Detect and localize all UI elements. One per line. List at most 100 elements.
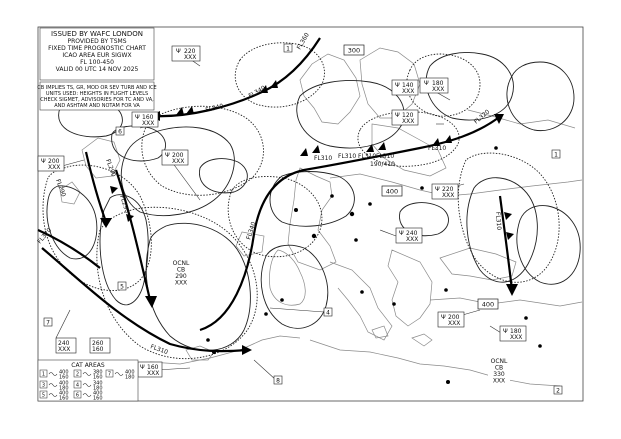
svg-text:6: 6	[118, 129, 122, 136]
svg-text:400: 400	[59, 370, 69, 376]
svg-text:200: 200	[48, 158, 60, 165]
svg-text:CB: CB	[177, 267, 185, 274]
svg-text:XXX: XXX	[184, 54, 196, 61]
cb-areas	[46, 52, 581, 351]
svg-text:140: 140	[402, 82, 414, 89]
svg-text:240: 240	[58, 340, 70, 347]
notes-line: UNITS USED: HEIGHTS IN FLIGHT LEVELS	[46, 91, 148, 97]
cat-markers: 1 6 1 5 7 4 8 2	[43, 43, 563, 395]
svg-text:160: 160	[147, 364, 159, 371]
turbulence-icon: Ψ	[140, 364, 145, 371]
header-line: ISSUED BY WAFC LONDON	[51, 30, 143, 38]
tropopause-box: 400	[477, 298, 499, 310]
svg-text:XXX: XXX	[172, 158, 184, 165]
cat-marker: 8	[273, 375, 283, 385]
jet-label: FL310	[314, 155, 332, 162]
legend-item: 4 340 180	[73, 381, 103, 392]
turb-box: Ψ 200 XXX	[161, 149, 189, 166]
jet-southwest	[37, 228, 101, 269]
turbulence-icon: Ψ	[41, 158, 46, 165]
cat-marker: 7	[43, 317, 53, 327]
turbulence-icon: Ψ	[395, 112, 400, 119]
svg-text:7: 7	[108, 372, 111, 378]
notes-line: AND ASHTAM AND NOTAM FOR VA	[54, 103, 140, 109]
svg-text:XXX: XXX	[402, 88, 414, 95]
notes-line: CB IMPLIES TS, GR, MOD OR SEV TURB AND I…	[37, 85, 156, 91]
svg-text:180: 180	[510, 328, 522, 335]
legend-item: 1 400 160	[39, 370, 69, 381]
turb-box: Ψ 200 XXX	[37, 155, 65, 172]
svg-text:5: 5	[120, 284, 124, 291]
svg-text:8: 8	[276, 378, 280, 385]
turb-box: Ψ 220 XXX	[171, 45, 201, 62]
svg-text:160: 160	[59, 396, 69, 402]
svg-text:200: 200	[172, 152, 184, 159]
cb-labels: OCNL CB 290 XXX OCNL CB 330 XXX	[170, 258, 510, 385]
tropopause-box: 400	[381, 185, 403, 197]
svg-text:1: 1	[286, 46, 290, 53]
jet-central	[114, 169, 152, 301]
turbulence-icon: Ψ	[503, 328, 508, 335]
svg-text:180: 180	[432, 80, 444, 87]
svg-text:7: 7	[46, 320, 50, 327]
svg-text:XXX: XXX	[432, 86, 444, 93]
turb-boxes: Ψ 220 XXX Ψ 180 XXX Ψ 140 XXX Ψ 120 XXX …	[37, 45, 527, 378]
svg-text:400: 400	[482, 301, 494, 309]
svg-text:290: 290	[175, 273, 187, 280]
svg-text:240: 240	[406, 230, 418, 237]
svg-text:XXX: XXX	[58, 346, 70, 353]
jet-label: FL310	[358, 153, 376, 160]
svg-text:180: 180	[59, 386, 69, 392]
turb-box: Ψ 200 XXX	[437, 311, 465, 328]
legend-item: 5 400 160	[39, 391, 69, 402]
cb-label: OCNL CB 330 XXX	[488, 356, 510, 385]
svg-text:200: 200	[448, 314, 460, 321]
legend-item: 3 400 180	[39, 381, 69, 392]
svg-text:2: 2	[76, 372, 79, 378]
svg-text:400: 400	[59, 391, 69, 397]
tropopause-box: 300	[343, 44, 365, 56]
turb-box: Ψ 160 XXX	[131, 111, 159, 128]
turb-box: Ψ 120 XXX	[391, 109, 419, 126]
svg-text:XXX: XXX	[402, 118, 414, 125]
svg-text:3: 3	[42, 383, 45, 389]
turb-box: Ψ 180 XXX	[419, 77, 449, 94]
jet-south	[41, 247, 247, 353]
svg-text:300: 300	[348, 47, 360, 55]
svg-text:220: 220	[184, 48, 196, 55]
svg-text:4: 4	[326, 310, 330, 317]
svg-text:160: 160	[142, 114, 154, 121]
header-box: ISSUED BY WAFC LONDON PROVIDED BY TSMS F…	[39, 27, 155, 81]
cb-label: OCNL CB 290 XXX	[170, 258, 192, 287]
svg-text:1: 1	[42, 372, 45, 378]
cat-marker: 1	[283, 43, 293, 53]
cat-marker: 5	[117, 281, 127, 291]
turb-box: Ψ 140 XXX	[391, 79, 419, 96]
jet-label: FL310	[428, 145, 446, 152]
svg-text:400: 400	[93, 391, 103, 397]
svg-text:180: 180	[93, 386, 103, 392]
svg-text:6: 6	[76, 393, 79, 399]
jet-east	[498, 195, 514, 291]
svg-text:160: 160	[92, 346, 104, 353]
legend-title: CAT AREAS	[71, 362, 105, 369]
jet-label: FL310	[376, 153, 394, 160]
legend-item: 7 400 180	[105, 370, 135, 381]
svg-text:1: 1	[554, 152, 558, 159]
turb-box: Ψ 220 XXX	[431, 183, 459, 200]
turbulence-icon: Ψ	[165, 152, 170, 159]
turbulence-icon: Ψ	[176, 48, 181, 55]
svg-text:XXX: XXX	[448, 320, 460, 327]
cat-marker: 1	[551, 149, 561, 159]
header-line: FL 100-450	[80, 59, 114, 66]
svg-text:XXX: XXX	[175, 280, 187, 287]
svg-text:160: 160	[59, 375, 69, 381]
svg-text:380: 380	[93, 370, 103, 376]
turbulence-icon: Ψ	[435, 186, 440, 193]
cat-marker: 4	[323, 307, 333, 317]
svg-text:120: 120	[402, 112, 414, 119]
svg-text:180: 180	[125, 375, 135, 381]
turb-box: 260 160	[89, 337, 111, 354]
turbulence-icon: Ψ	[399, 230, 404, 237]
